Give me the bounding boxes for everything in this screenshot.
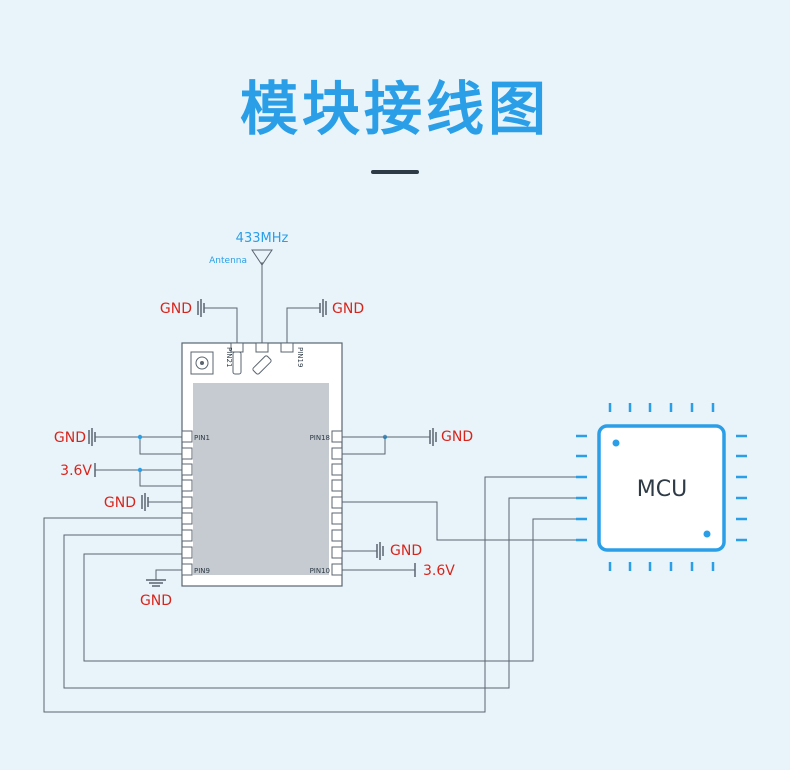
mcu-label: MCU [637,477,687,502]
gnd-label-pin1: GND [54,430,86,446]
v36-label-right: 3.6V [423,563,455,579]
gnd-label-top-left: GND [160,301,192,317]
v36-label-left: 3.6V [60,463,92,479]
antenna-label: Antenna [209,256,247,266]
page-title: 模块接线图 [239,75,550,143]
gnd-label-bottom: GND [140,593,172,609]
left-pins [181,430,193,576]
antenna-wiring [204,249,320,345]
right-power-wires [340,436,430,571]
wire-left-3 [83,518,587,662]
pin1-label: PIN1 [194,434,210,442]
pin19-label: PIN19 [296,347,304,367]
pin9-label: PIN9 [194,567,210,575]
right-pins [331,430,343,576]
power-symbols [94,463,416,577]
wire-left-2 [63,497,587,689]
gnd-label-top-right: GND [332,301,364,317]
gnd-label-right-low: GND [390,543,422,559]
mcu-wires [43,476,587,713]
wire-right-1 [340,501,587,541]
antenna-freq-label: 433MHz [236,231,289,246]
module-shield [193,383,329,575]
gnd-label-left-mid: GND [104,495,136,511]
pin21-label: PIN21 [225,347,233,367]
rf-module [181,342,343,587]
gnd-label-pin18: GND [441,429,473,445]
wire-left-1 [43,476,587,713]
pin18-label: PIN18 [310,434,330,442]
title-divider [371,170,419,174]
pin10-label: PIN10 [310,567,330,575]
mcu-pins [576,403,747,571]
mcu-chip [576,403,747,571]
junction-dots [137,434,388,473]
